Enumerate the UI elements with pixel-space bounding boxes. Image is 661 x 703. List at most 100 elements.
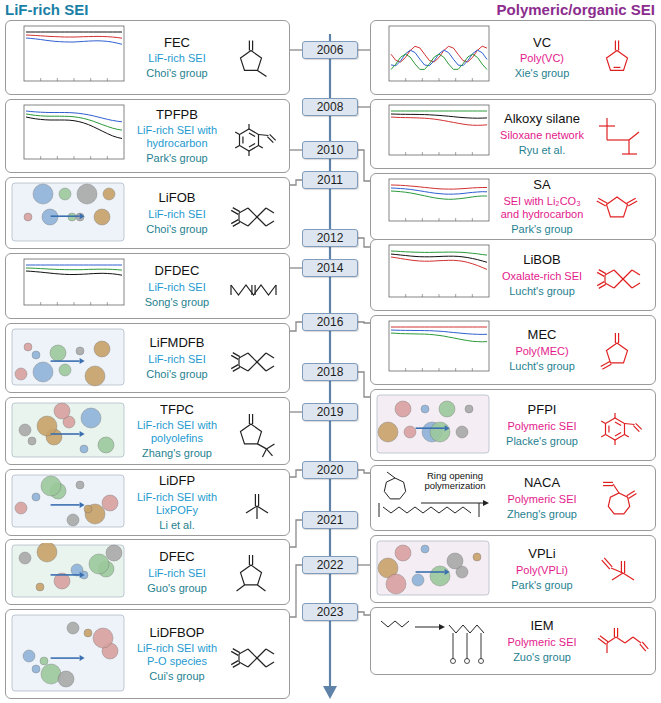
text-stack: VPLiPoly(VPLi)Park's group <box>495 546 589 592</box>
sei-type: SEI with Li₂CO₃ and hydrocarbon <box>495 195 589 221</box>
drawing-part <box>24 343 32 351</box>
year-box: 2010 <box>302 141 358 159</box>
drawing-part <box>12 403 124 457</box>
drawing-part <box>94 341 110 357</box>
timeline-card: NACAPolymeric SEIZheng's groupRing openi… <box>370 465 656 531</box>
drawing-part <box>623 279 632 288</box>
drawing-part <box>430 422 450 442</box>
drawing-part <box>421 405 429 413</box>
drawing-part <box>422 368 423 371</box>
drawing-part <box>615 433 621 437</box>
chemical-structure <box>591 468 651 528</box>
drawing-part <box>607 51 628 71</box>
drawing-part <box>84 505 92 513</box>
drawing-part <box>614 270 623 279</box>
timeline-connector <box>358 49 370 50</box>
drawing-part <box>266 662 274 667</box>
drawing-part <box>405 218 406 221</box>
chemical-structure <box>591 176 651 232</box>
drawing-part <box>618 41 619 51</box>
group-name: Cui's group <box>130 670 224 683</box>
drawing-part <box>439 294 440 297</box>
drawing-part <box>26 268 122 270</box>
drawing-part <box>439 152 440 155</box>
timeline-connector <box>358 150 370 181</box>
drawing-part <box>262 449 266 457</box>
drawing-part <box>455 294 456 297</box>
chemical-structure <box>591 610 651 672</box>
chemical-structure <box>225 400 285 462</box>
text-column: SASEI with Li₂CO₃ and hydrocarbonPark's … <box>495 174 589 239</box>
text-stack: IEMPolymeric SEIZuo's group <box>495 618 589 664</box>
text-stack: Alkoxy silaneSiloxane networkRyu et al. <box>495 111 589 157</box>
compound-name: FEC <box>130 35 224 51</box>
year-label: 2018 <box>303 364 357 380</box>
text-stack: DFECLiF-rich SEIGuo's group <box>130 549 224 595</box>
drawing-part <box>439 368 440 371</box>
drawing-part <box>607 197 628 217</box>
drawing-part <box>235 132 239 134</box>
drawing-part <box>391 333 487 342</box>
drawing-part <box>472 218 473 221</box>
drawing-part <box>455 152 456 155</box>
timeline-connector <box>358 612 370 615</box>
drawing-part <box>391 111 487 112</box>
group-name: Song's group <box>130 296 224 309</box>
timeline-connector <box>358 372 370 397</box>
drawing-part <box>387 472 395 478</box>
drawing-part <box>24 259 124 305</box>
drawing-part <box>256 506 257 519</box>
year-box: 2020 <box>302 461 358 479</box>
timeline-connector <box>290 149 302 150</box>
year-label: 2012 <box>303 230 357 246</box>
drawing-part <box>41 664 61 684</box>
timeline-card: LiFOBLiF-rich SEIChoi's group <box>5 177 290 249</box>
drawing-part <box>248 353 257 362</box>
year-label: 2016 <box>303 314 357 330</box>
drawing-part <box>231 355 238 359</box>
drawing-part <box>26 117 122 139</box>
sei-type: LiF-rich SEI <box>130 567 224 580</box>
thumbnail-figure <box>375 24 491 91</box>
group-name: Zhang's group <box>130 447 224 460</box>
drawing-part <box>51 360 80 362</box>
text-column: VPLiPoly(VPLi)Park's group <box>495 536 589 602</box>
drawing-part <box>19 424 31 436</box>
drawing-part <box>405 368 406 371</box>
year-box: 2022 <box>302 556 358 574</box>
drawing-part <box>599 284 606 288</box>
drawing-part <box>391 54 487 69</box>
drawing-part <box>383 507 471 513</box>
text-stack: SASEI with Li₂CO₃ and hydrocarbonPark's … <box>495 177 589 236</box>
drawing-part <box>90 78 91 81</box>
drawing-part <box>59 188 71 200</box>
group-name: Choi's group <box>130 67 224 80</box>
year-box: 2008 <box>302 98 358 116</box>
chemical-structure <box>225 180 285 246</box>
drawing-part <box>439 78 440 81</box>
text-column: LiDFBOPLiF-rich SEI with P-O speciesCui'… <box>130 610 224 698</box>
drawing-part <box>15 502 27 514</box>
drawing-part <box>257 217 266 226</box>
drawing-part <box>607 637 616 643</box>
year-box: 2021 <box>302 511 358 529</box>
drawing-part <box>74 78 75 81</box>
year-label: 2022 <box>303 557 357 573</box>
chemical-structure <box>225 326 285 390</box>
group-name: Ryu et al. <box>495 144 589 157</box>
drawing-part <box>238 654 239 662</box>
drawing-part <box>632 270 640 275</box>
thumbnail-figure <box>375 393 491 457</box>
drawing-part <box>453 633 454 659</box>
group-name: Zheng's group <box>495 508 589 521</box>
drawing-part <box>479 503 480 517</box>
drawing-part <box>32 665 40 673</box>
drawing-part <box>239 649 248 654</box>
year-label: 2021 <box>303 512 357 528</box>
drawing-part <box>251 285 252 295</box>
text-column: IEMPolymeric SEIZuo's group <box>495 608 589 674</box>
drawing-part <box>248 151 249 156</box>
drawing-part <box>275 285 276 295</box>
chemical-structure <box>591 392 651 458</box>
